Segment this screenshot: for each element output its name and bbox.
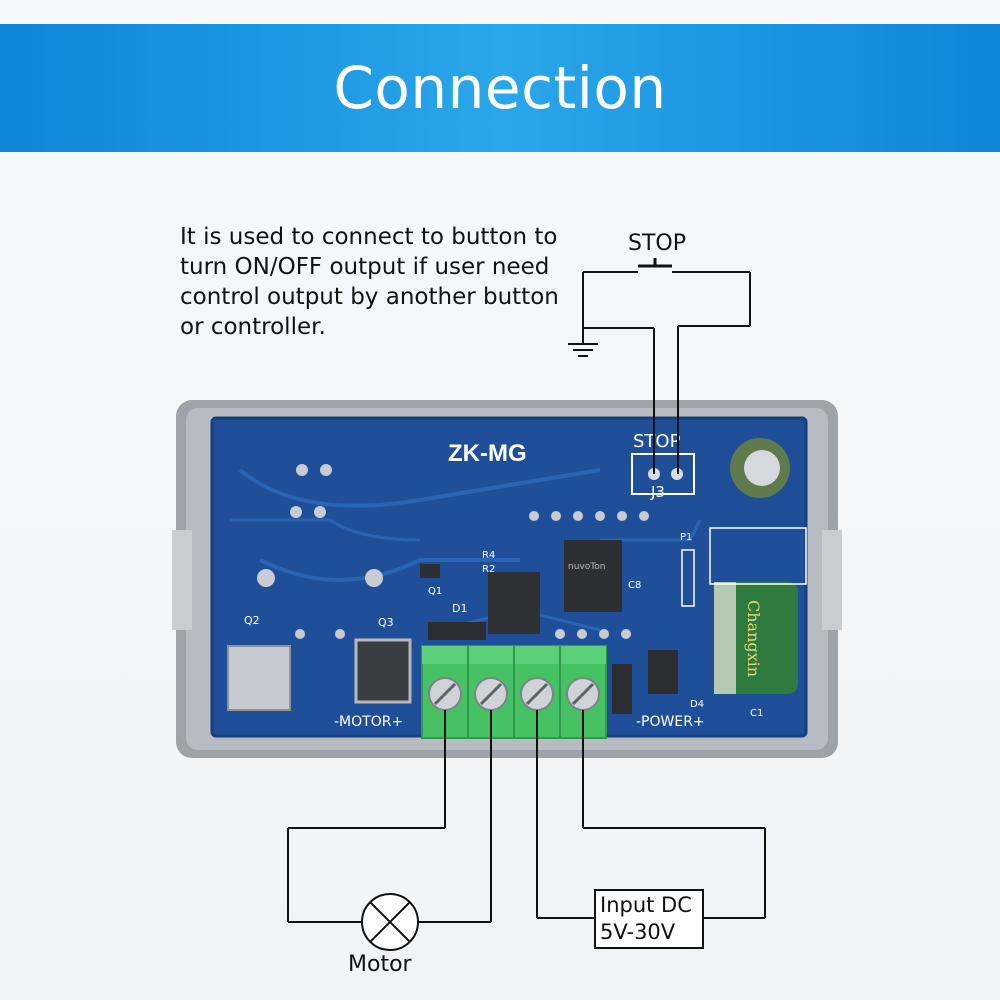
input-dc-voltage: 5V-30V [600, 920, 676, 944]
pcb-trace [238, 468, 601, 508]
r2-label: R2 [482, 564, 495, 575]
header-banner: Connection [0, 24, 1000, 152]
c1-label: C1 [750, 708, 763, 719]
note-line: turn ON/OFF output if user need [180, 254, 550, 280]
controller-board: ZK-MG STOP J3 Q2 Q3 D1 nuvoTon Q1 R4 R2 … [172, 400, 842, 758]
d4-diode [612, 664, 632, 714]
c8-label: C8 [628, 580, 641, 591]
pcb-pad [365, 569, 383, 587]
pcb-trace [259, 558, 520, 582]
pcb-pad [314, 506, 326, 518]
pcb-pad [335, 629, 345, 639]
output-circuit [287, 710, 766, 923]
q3-transistor [354, 638, 412, 704]
chip-brand: nuvoTon [568, 562, 605, 572]
pcb-pad [257, 569, 275, 587]
pcb-pad [320, 464, 332, 476]
capacitor-brand: Changxin [744, 600, 763, 677]
q2-label: Q2 [244, 614, 260, 627]
note-line: or controller. [180, 314, 326, 340]
case-side-left [172, 530, 192, 630]
pcb-pad [295, 629, 305, 639]
r4-label: R4 [482, 550, 495, 561]
diode-z30 [488, 572, 540, 634]
j3-header [631, 453, 695, 495]
q1-label: Q1 [428, 586, 442, 597]
terminal-screw [428, 677, 462, 711]
q2-pad [227, 645, 291, 711]
pin-header [681, 549, 695, 607]
pcb-trace [230, 518, 421, 542]
stop-circuit [568, 258, 751, 474]
capacitor-stripe [714, 582, 736, 694]
board-name: ZK-MG [448, 440, 527, 467]
motor-terminal-label: -MOTOR+ [334, 714, 403, 730]
d4-label: D4 [690, 699, 704, 710]
pcb-pad [296, 464, 308, 476]
input-dc-box: Input DC 5V-30V [594, 889, 704, 949]
mcu-chip [564, 540, 622, 612]
pcb-trace [600, 519, 702, 542]
pcb-pad [595, 511, 605, 521]
case-side-right [822, 530, 842, 630]
pcb-pad [529, 511, 539, 521]
pcb-pad [599, 629, 609, 639]
terminal-screw [520, 677, 554, 711]
pcb-pad [290, 506, 302, 518]
banner-title: Connection [333, 54, 667, 122]
pcb-pad [639, 511, 649, 521]
stop-description: It is used to connect to button to turn … [180, 222, 575, 342]
pcb-pad [551, 511, 561, 521]
pcb-pad [617, 511, 627, 521]
input-dc-line: Input DC [600, 893, 692, 917]
note-line: It is used to connect to button to [180, 224, 558, 250]
d1-diode [428, 622, 486, 640]
p1-label: P1 [680, 532, 692, 543]
d1-label: D1 [452, 602, 467, 615]
pcb-pad [577, 629, 587, 639]
note-line: control output by another button [180, 284, 559, 310]
pcb-pad [555, 629, 565, 639]
stop-switch-label: STOP [628, 231, 686, 256]
terminal-screw [474, 677, 508, 711]
pcb-pad [621, 629, 631, 639]
power-terminal-label: -POWER+ [636, 714, 705, 730]
power-transistor [648, 650, 678, 694]
q3-label: Q3 [378, 616, 394, 629]
q1-transistor [420, 564, 440, 578]
small-capacitor-top [744, 450, 780, 486]
terminal-screw [566, 677, 600, 711]
j3-label: J3 [650, 483, 665, 501]
motor-icon [361, 893, 419, 951]
board-stop-label: STOP [633, 431, 681, 452]
motor-label: Motor [348, 952, 412, 977]
capacitor-silkscreen [709, 527, 807, 585]
pcb-pad [573, 511, 583, 521]
